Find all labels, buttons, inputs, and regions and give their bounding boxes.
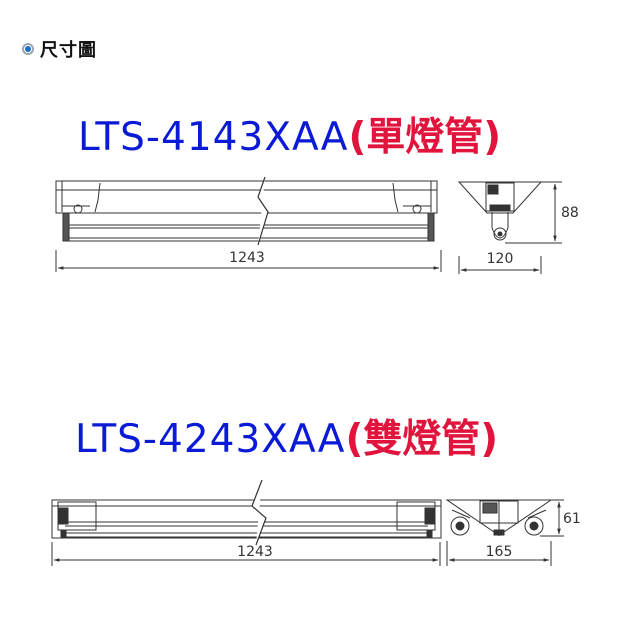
section-heading: 尺寸圖	[22, 36, 97, 62]
product-title-double: LTS-4243XAA(雙燈管)	[75, 420, 498, 459]
height-dimension: 61	[563, 511, 581, 527]
model-number: LTS-4243XAA	[75, 417, 346, 462]
length-dimension: 1243	[237, 544, 273, 560]
width-dimension: 165	[486, 544, 513, 560]
product-title-single: LTS-4143XAA(單燈管)	[78, 118, 501, 157]
length-dimension: 1243	[229, 250, 265, 266]
radio-bullet-icon	[22, 43, 34, 55]
double-tube-side-view	[51, 479, 442, 566]
tube-type: (雙燈管)	[345, 417, 499, 462]
single-tube-side-view	[55, 176, 442, 272]
tube-type: (單燈管)	[348, 115, 502, 160]
single-tube-end-view	[457, 181, 562, 274]
heading-label: 尺寸圖	[40, 40, 97, 61]
model-number: LTS-4143XAA	[78, 115, 349, 160]
height-dimension: 88	[561, 205, 579, 221]
width-dimension: 120	[487, 251, 514, 267]
double-tube-end-view	[445, 499, 564, 566]
